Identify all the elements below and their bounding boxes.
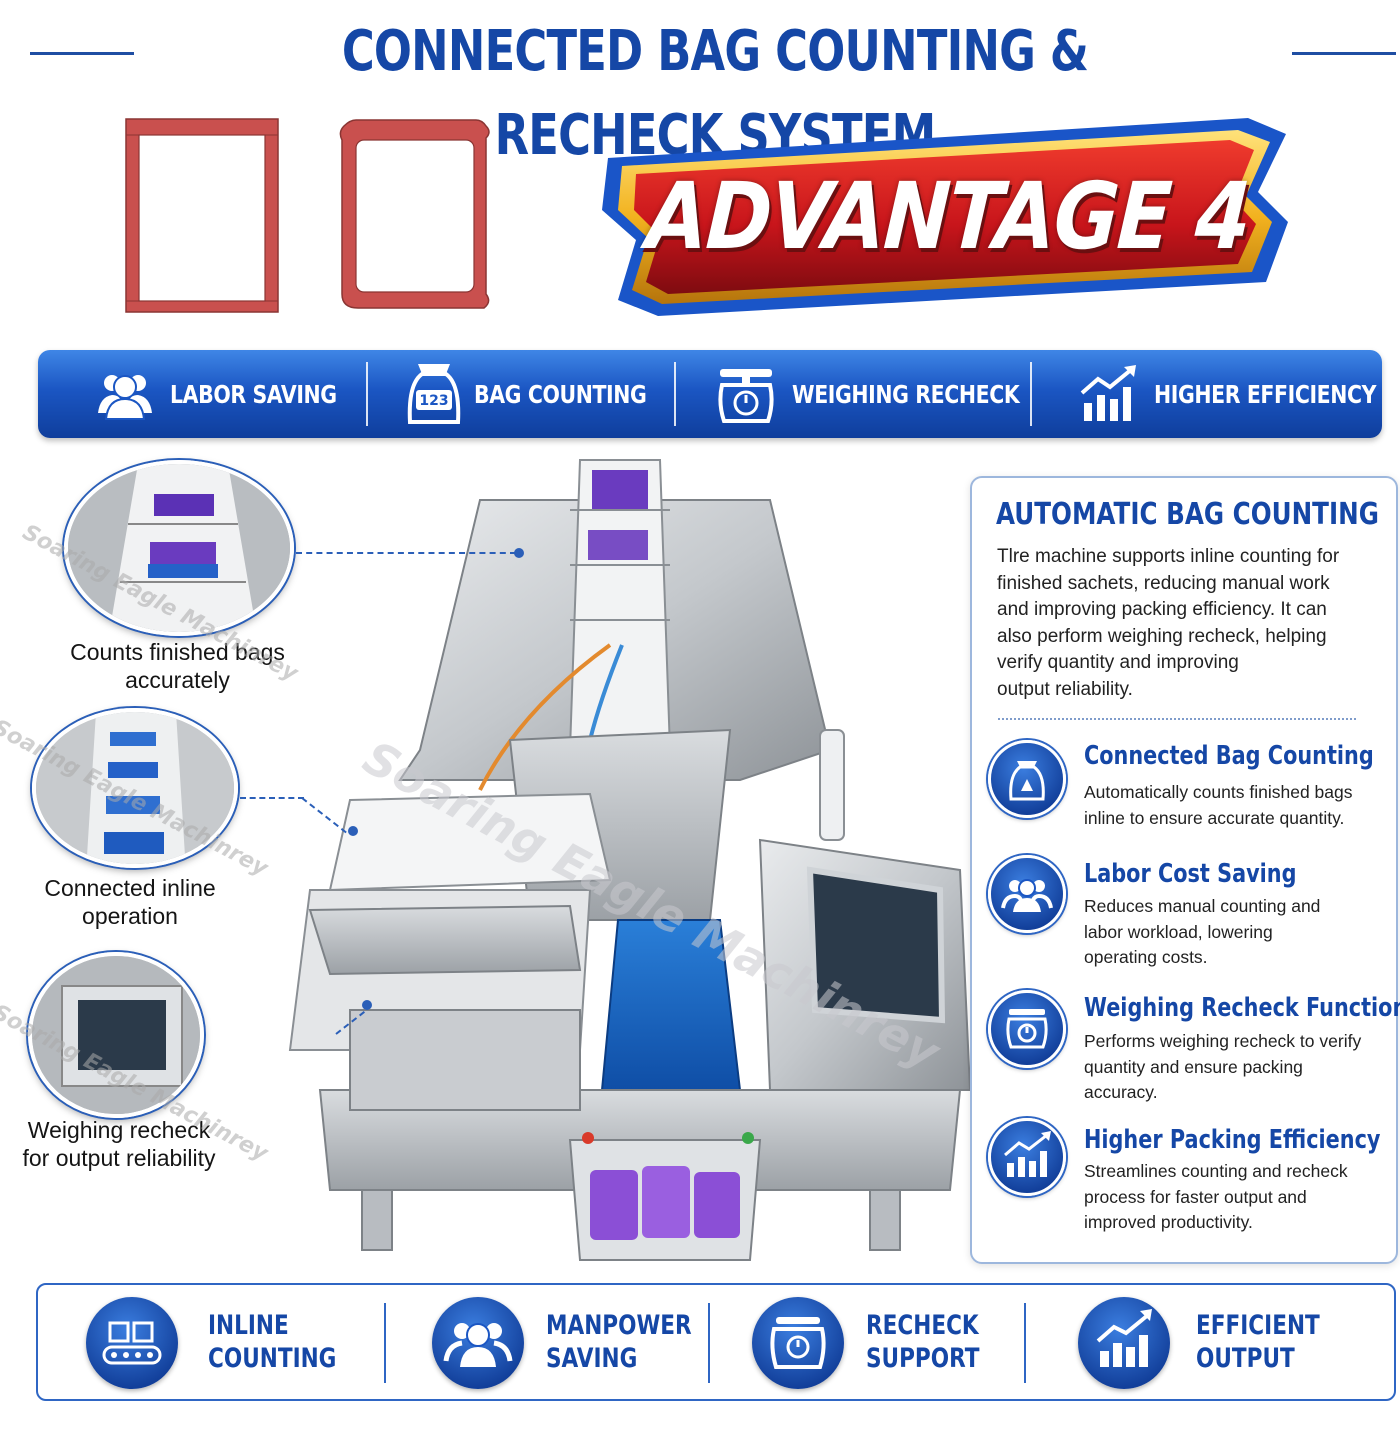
feature-bar: LABOR SAVING 123 BAG COUNTING WEIGHING R… [38,350,1382,438]
panel-body-line: verify quantity and improving [997,652,1239,674]
panel-body-line: also perform weighing recheck, helping [997,625,1327,647]
people-icon [432,1297,524,1389]
advantage-banner-shape [602,118,1288,316]
growth-chart-icon [1078,1297,1170,1389]
feature-label: HIGHER EFFICIENCY [1154,379,1377,409]
hmi-photo-illustration [32,956,200,1114]
caption-line: Connected inline [44,875,216,901]
bottom-item-label: INLINE COUNTING [208,1309,336,1375]
counting-bag-icon [988,740,1066,818]
panel-item-title: Connected Bag Counting [1084,741,1374,771]
feature-label: BAG COUNTING [474,379,647,409]
panel-body-line: Tlre machine supports inline counting fo… [997,546,1340,567]
feature-bag-counting: 123 BAG COUNTING [406,350,684,438]
scale-icon [752,1297,844,1389]
panel-item-line: Automatically counts finished bags [1084,782,1353,802]
advantage-banner: ADVANTAGE 4 [598,112,1298,322]
bottom-benefit-bar: INLINE COUNTING MANPOWER SAVING RECHECK … [36,1283,1396,1401]
panel-body: Tlre machine supports inline counting fo… [997,544,1377,704]
bottom-item-line: MANPOWER [546,1310,692,1341]
callout-caption-inline: Connected inline operation [10,874,250,930]
panel-item-title: Labor Cost Saving [1084,859,1297,889]
panel-body-line: finished sachets, reducing manual work [997,572,1330,594]
callout-caption-weighing: Weighing recheck for output reliability [4,1116,234,1172]
callout-connector [240,797,304,799]
caption-line: operation [82,903,178,929]
callout-image-inline-operation [32,708,238,868]
callout-dot [514,548,524,558]
panel-divider [998,718,1356,720]
feature-label: LABOR SAVING [170,379,337,409]
feature-separator [366,362,368,426]
feature-label: WEIGHING RECHECK [792,379,1020,409]
panel-item-line: Performs weighing recheck to verify [1084,1031,1362,1051]
bottom-item-label: RECHECK SUPPORT [866,1309,980,1375]
panel-item-text: Performs weighing recheck to verify quan… [1084,1029,1384,1106]
machine-illustration [288,459,972,1261]
caption-line: accurately [125,667,230,693]
chute-photo-illustration [68,464,290,632]
feature-labor-saving: LABOR SAVING [94,350,373,438]
panel-item-line: Reduces manual counting and [1084,896,1321,916]
panel-item-line: inline to ensure accurate quantity. [1084,807,1345,828]
bottom-item-line: SAVING [546,1343,638,1374]
panel-body-line: and improving packing efficiency. It can [997,599,1327,621]
counting-bag-icon: 123 [407,364,461,424]
feature-weighing-recheck: WEIGHING RECHECK [714,350,1069,438]
people-icon [98,375,152,420]
panel-item-title: Higher Packing Efficiency [1084,1125,1381,1155]
feature-higher-efficiency: HIGHER EFFICIENCY [1078,350,1400,438]
conveyor-photo-illustration [36,712,234,864]
panel-item-line: improved productivity. [1084,1212,1253,1232]
panel-item-line: operating costs. [1084,947,1208,967]
people-icon [988,855,1066,933]
growth-chart-icon [1080,365,1136,421]
panel-title: AUTOMATIC BAG COUNTING [996,497,1379,532]
callout-image-bag-counting [64,460,294,636]
feature-separator [674,362,676,426]
callout-connector [296,552,516,554]
bottom-item-line: EFFICIENT [1196,1310,1320,1341]
bottom-item-line: SUPPORT [866,1343,980,1374]
title-rule-right [1292,52,1396,55]
caption-line: for output reliability [22,1145,216,1171]
bottom-item-line: COUNTING [208,1343,337,1374]
three-side-seal-bag-outline [125,118,279,313]
callout-image-weighing-recheck [28,952,204,1118]
conveyor-boxes-icon [86,1297,178,1389]
feature-separator [1030,362,1032,426]
bottom-item-line: RECHECK [866,1310,979,1341]
svg-text:123: 123 [419,393,448,409]
panel-item-text: Reduces manual counting and labor worklo… [1084,894,1384,971]
page-title: CONNECTED BAG COUNTING & RECHECK SYSTEM [341,19,1089,168]
title-rule-left [30,52,134,55]
advantage-banner-text: ADVANTAGE 4 [643,163,1253,270]
scale-icon [988,990,1066,1068]
scale-icon [718,369,774,423]
bottom-item-label: EFFICIENT OUTPUT [1196,1309,1320,1375]
panel-item-line: process for faster output and [1084,1186,1307,1207]
bottom-separator [1024,1303,1026,1383]
bottom-item-line: INLINE [208,1310,289,1341]
bottom-separator [384,1303,386,1383]
panel-item-text: Automatically counts finished bags inlin… [1084,780,1384,831]
panel-item-line: quantity and ensure packing [1084,1056,1303,1077]
panel-body-line: output reliability. [997,678,1133,700]
callout-caption-counts: Counts finished bags accurately [40,638,315,694]
panel-item-line: labor workload, lowering [1084,921,1273,942]
panel-item-line: Streamlines counting and recheck [1084,1161,1348,1181]
bottom-item-label: MANPOWER SAVING [546,1309,692,1375]
info-panel: AUTOMATIC BAG COUNTING Tlre machine supp… [970,476,1400,1264]
panel-item-text: Streamlines counting and recheck process… [1084,1159,1384,1236]
callout-dot [362,1000,372,1010]
bottom-separator [708,1303,710,1383]
panel-item-title: Weighing Recheck Function [1084,993,1400,1023]
growth-chart-icon [988,1118,1066,1196]
bottom-item-line: OUTPUT [1196,1343,1295,1374]
shaped-seal-bag-outline [339,119,490,309]
caption-line: Weighing recheck [27,1117,211,1143]
callout-dot [348,826,358,836]
caption-line: Counts finished bags [70,639,285,665]
panel-item-line: accuracy. [1084,1082,1158,1102]
